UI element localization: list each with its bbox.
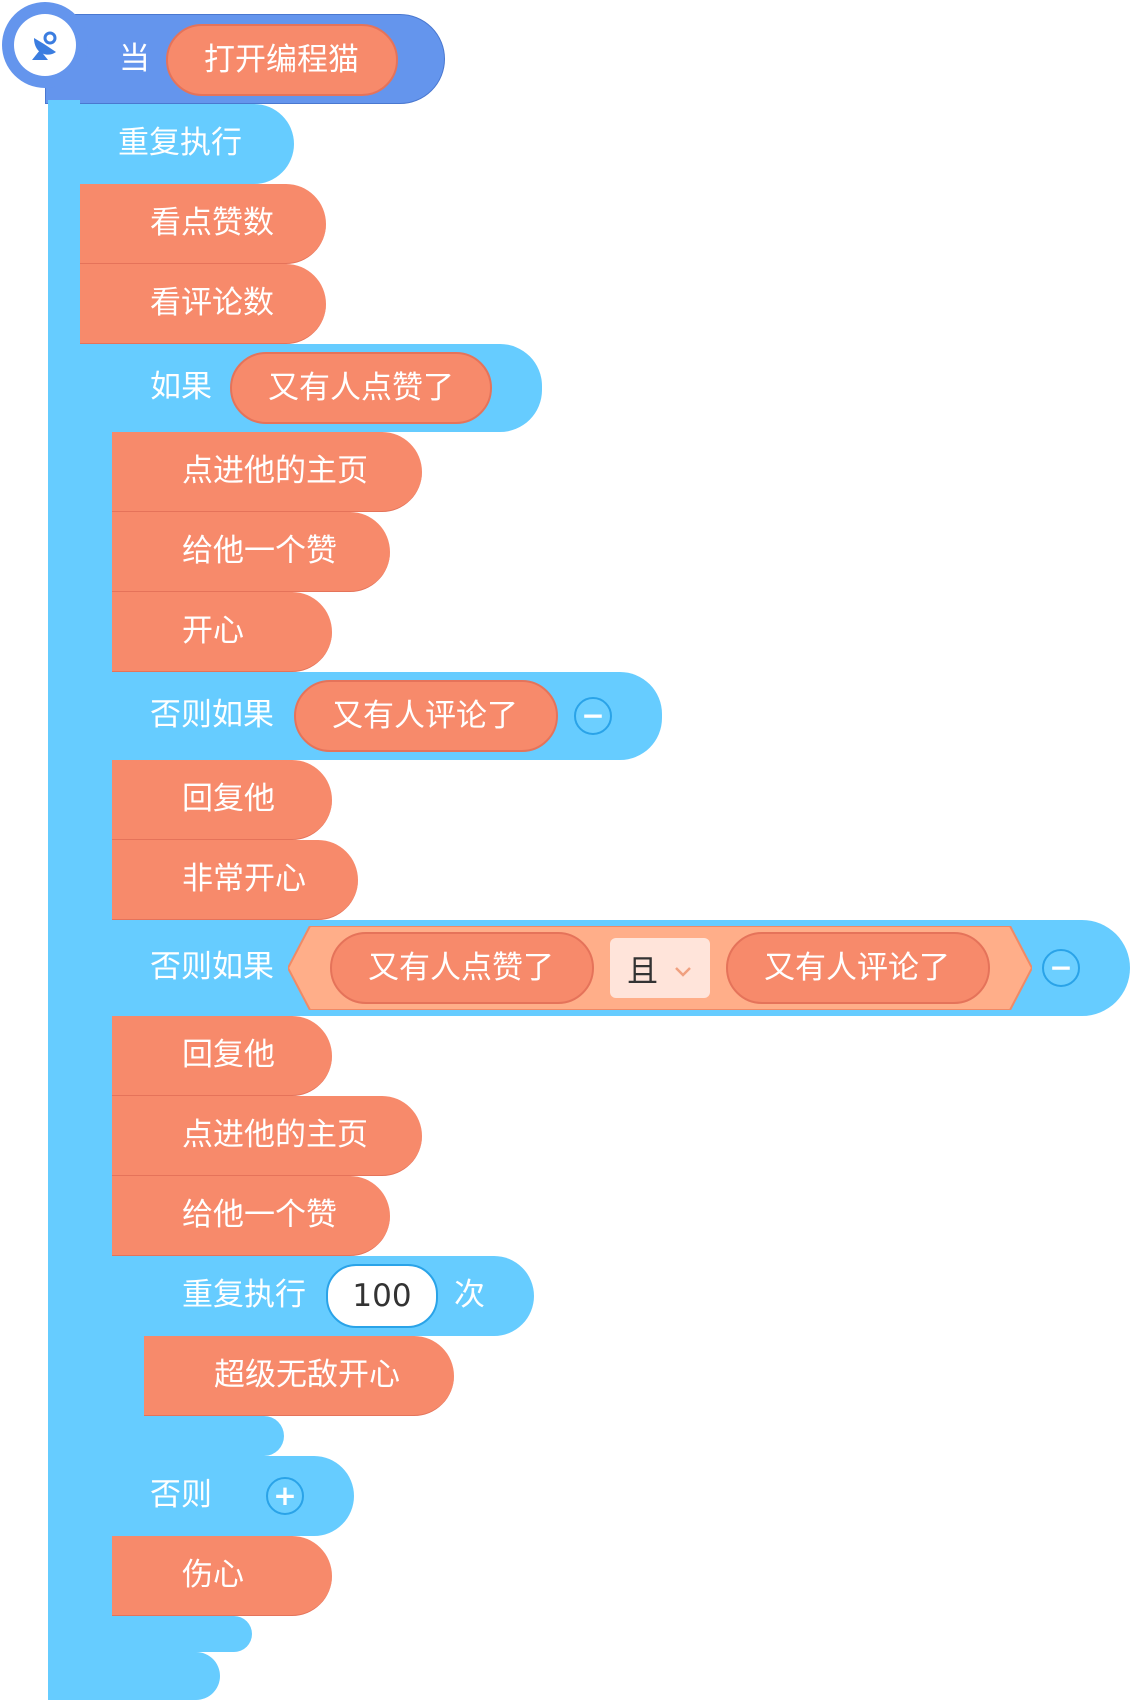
- elif1-condition-label: 又有人评论了: [332, 698, 518, 734]
- elif1-condition-pill[interactable]: 又有人评论了: [294, 680, 558, 752]
- action-block-super-happy[interactable]: 超级无敌开心: [144, 1336, 454, 1416]
- and-operator-label: 且: [627, 953, 658, 990]
- outer-loop-footer: [48, 1652, 220, 1700]
- action-label: 给他一个赞: [182, 1197, 337, 1233]
- inner-loop-label: 重复执行: [182, 1277, 306, 1313]
- elif2-label: 否则如果: [150, 949, 274, 985]
- hat-prefix: 当: [119, 41, 150, 77]
- event-field-label: 打开编程猫: [204, 42, 359, 78]
- action-block-view-likes[interactable]: 看点赞数: [80, 184, 326, 264]
- outer-loop-label: 重复执行: [118, 125, 242, 161]
- action-label: 超级无敌开心: [214, 1357, 400, 1393]
- if-condition-pill[interactable]: 又有人点赞了: [230, 352, 492, 424]
- action-label: 看评论数: [150, 285, 274, 321]
- inner-loop-header[interactable]: 重复执行 次: [112, 1256, 534, 1336]
- action-block-sad[interactable]: 伤心: [112, 1536, 332, 1616]
- action-block-visit-homepage[interactable]: 点进他的主页: [112, 432, 422, 512]
- event-field-pill[interactable]: 打开编程猫: [166, 24, 398, 96]
- elif1-remove-button[interactable]: −: [574, 697, 612, 735]
- and-right-condition-pill[interactable]: 又有人评论了: [726, 932, 990, 1004]
- action-label: 伤心: [182, 1557, 244, 1593]
- action-block-visit-homepage-2[interactable]: 点进他的主页: [112, 1096, 422, 1176]
- action-block-reply-2[interactable]: 回复他: [112, 1016, 332, 1096]
- and-right-condition-label: 又有人评论了: [764, 950, 950, 986]
- action-block-reply[interactable]: 回复他: [112, 760, 332, 840]
- action-block-give-like[interactable]: 给他一个赞: [112, 512, 390, 592]
- action-label: 回复他: [182, 1037, 275, 1073]
- and-operator-dropdown[interactable]: 且: [610, 938, 710, 998]
- inner-loop-suffix: 次: [454, 1277, 485, 1313]
- action-label: 给他一个赞: [182, 533, 337, 569]
- elif1-label: 否则如果: [150, 697, 274, 733]
- if-block-footer: [80, 1616, 252, 1652]
- action-label: 点进他的主页: [182, 453, 368, 489]
- inner-loop-count-input[interactable]: 100: [326, 1264, 438, 1328]
- if-label: 如果: [150, 369, 212, 405]
- action-block-very-happy[interactable]: 非常开心: [112, 840, 358, 920]
- elif2-remove-button[interactable]: −: [1042, 949, 1080, 987]
- action-block-happy[interactable]: 开心: [112, 592, 332, 672]
- and-left-condition-label: 又有人点赞了: [368, 950, 554, 986]
- action-label: 回复他: [182, 781, 275, 817]
- action-block-view-comments[interactable]: 看评论数: [80, 264, 326, 344]
- chevron-down-icon: [674, 950, 692, 986]
- else-label: 否则: [150, 1477, 212, 1513]
- action-label: 非常开心: [182, 861, 306, 897]
- else-add-button[interactable]: +: [266, 1477, 304, 1515]
- action-label: 看点赞数: [150, 205, 274, 241]
- if-condition-label: 又有人点赞了: [268, 370, 454, 406]
- outer-loop-header[interactable]: 重复执行: [48, 104, 294, 184]
- action-block-give-like-2[interactable]: 给他一个赞: [112, 1176, 390, 1256]
- outer-loop-arm: [48, 100, 80, 1700]
- else-header[interactable]: 否则: [80, 1456, 354, 1536]
- and-left-condition-pill[interactable]: 又有人点赞了: [330, 932, 594, 1004]
- inner-loop-footer: [112, 1416, 284, 1456]
- action-label: 点进他的主页: [182, 1117, 368, 1153]
- action-label: 开心: [182, 613, 244, 649]
- event-hat-icon: [14, 14, 76, 76]
